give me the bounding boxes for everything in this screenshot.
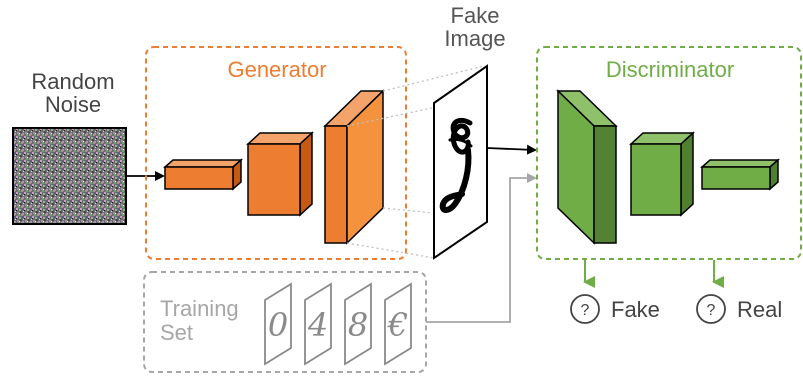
random-noise-image	[12, 127, 127, 225]
generator-box	[145, 46, 407, 260]
question-mark-real: ?	[707, 302, 716, 319]
generator-layer-1	[163, 158, 243, 191]
discriminator-layer-1	[556, 89, 618, 245]
generator-layer-2	[246, 131, 314, 217]
training-digit-0: 0	[268, 306, 288, 344]
training-card-3	[384, 282, 412, 366]
training-card-0	[264, 282, 292, 366]
training-set-label: Training Set	[160, 296, 239, 346]
output-fake-label: Fake	[611, 297, 660, 322]
output-real-label: Real	[737, 297, 783, 322]
discriminator-title: Discriminator	[605, 57, 735, 82]
fake-to-discriminator-arrow	[486, 144, 537, 155]
generator-title: Generator	[227, 57, 327, 82]
question-circle-fake	[570, 294, 600, 324]
question-circle-real	[696, 294, 726, 324]
fake-image-panel	[433, 64, 488, 260]
training-to-discriminator-arrow	[426, 173, 537, 323]
discriminator-layer-2	[629, 131, 695, 217]
training-digit-2: 8	[348, 306, 368, 344]
training-set-box	[143, 271, 427, 373]
training-digit-3: €	[387, 306, 408, 344]
training-card-1	[304, 282, 332, 366]
generator-layer-3	[323, 89, 385, 245]
question-mark-fake: ?	[581, 302, 590, 319]
fake-image-label: Fake Image	[444, 3, 506, 52]
discriminator-layer-3	[700, 158, 780, 191]
training-digit-1: 4	[307, 306, 328, 344]
fake-digit-glyph	[439, 117, 473, 213]
random-noise-label: Random Noise	[31, 69, 115, 118]
training-card-2	[344, 282, 372, 366]
